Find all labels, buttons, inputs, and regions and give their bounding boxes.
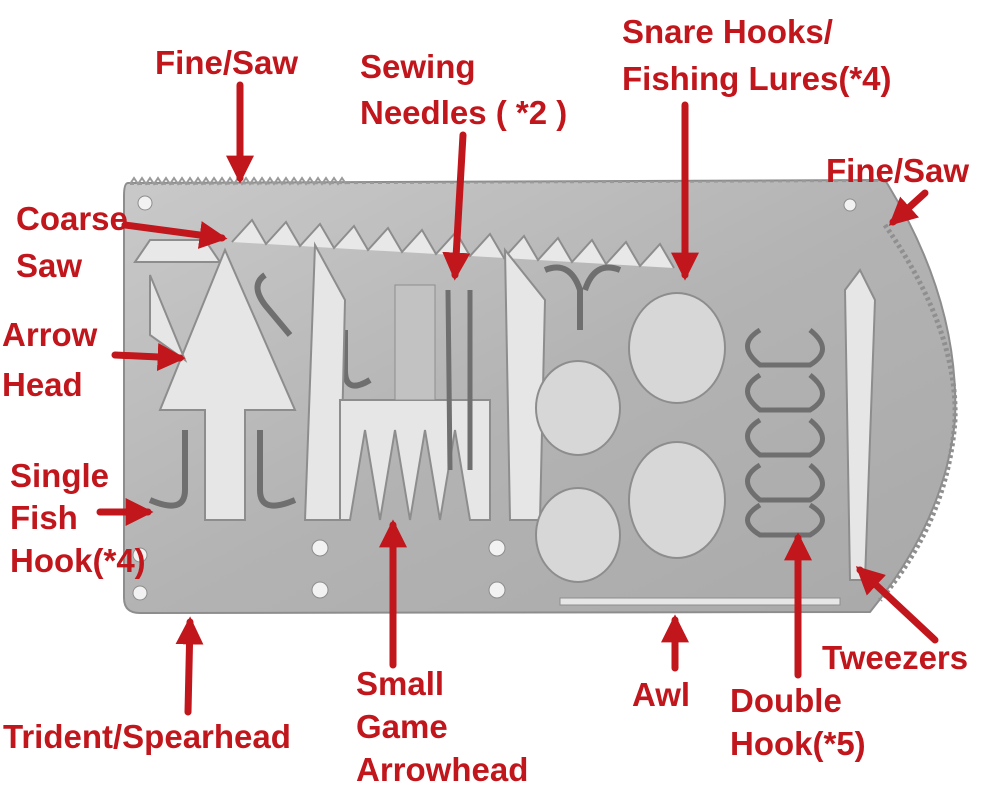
tweezers-cutout — [843, 268, 877, 581]
double-hooks — [745, 327, 825, 538]
double-hook — [745, 372, 825, 413]
label-small-game-arrowhead-line1: Small — [356, 665, 445, 702]
card-corner-hole — [137, 195, 153, 211]
sewing-needle — [445, 289, 453, 471]
label-double-hook-line1: Double — [730, 682, 842, 719]
arrow-arrow-head — [111, 342, 186, 371]
label-snare-hooks-line1: Snare Hooks/ — [622, 13, 833, 50]
single-fish-hook — [342, 330, 372, 389]
single-fish-hook — [254, 272, 293, 337]
label-sewing-needles-line2: Needles ( *2 ) — [360, 94, 568, 131]
label-coarse-saw-line2: Saw — [16, 247, 83, 284]
label-trident-spearhead: Trident/Spearhead — [3, 718, 291, 755]
label-small-game-arrowhead-line3: Arrowhead — [356, 751, 529, 788]
single-fish-hook — [257, 430, 297, 509]
double-hook — [745, 462, 825, 503]
label-small-game-arrowhead-line2: Game — [356, 708, 448, 745]
label-awl: Awl — [632, 676, 691, 713]
fishing-lure — [535, 487, 621, 583]
annotation-arrows — [96, 81, 939, 716]
card-hole — [488, 581, 506, 599]
fine-saw-edge — [129, 180, 881, 185]
label-single-fish-hook-line3: Hook(*4) — [10, 542, 146, 579]
label-sewing-needles-line1: Sewing — [360, 48, 476, 85]
card-hole — [488, 539, 506, 557]
card-hole — [311, 539, 329, 557]
label-arrow-head-line2: Head — [2, 366, 83, 403]
double-hook — [745, 417, 825, 458]
fishing-lure — [628, 292, 726, 404]
double-hook — [745, 327, 825, 368]
card-hole — [132, 547, 148, 563]
card-corner-hole — [843, 198, 857, 212]
fine-saw-teeth-right — [878, 223, 958, 602]
label-single-fish-hook-line2: Fish — [10, 499, 78, 536]
arrow-fine-saw-right — [888, 189, 929, 226]
label-fine-saw-right: Fine/Saw — [826, 152, 970, 189]
snare-hook — [543, 264, 622, 330]
label-double-hook-line2: Hook(*5) — [730, 725, 866, 762]
label-snare-hooks-line2: Fishing Lures(*4) — [622, 60, 892, 97]
card-hole — [132, 585, 148, 601]
card-holes — [132, 539, 506, 601]
arrow-tweezers — [855, 566, 939, 644]
label-coarse-saw-line1: Coarse — [16, 200, 128, 237]
fishing-lure — [535, 360, 621, 456]
arrow-coarse-saw — [121, 221, 228, 249]
arrowhead-shaft — [394, 284, 436, 401]
label-single-fish-hook-line1: Single — [10, 457, 110, 494]
card-hole — [311, 581, 329, 599]
arrow-sewing-needles — [442, 131, 471, 281]
survival-card — [123, 176, 958, 615]
awl-cutout — [559, 597, 841, 606]
single-fish-hook — [148, 430, 188, 509]
fishing-lure — [628, 441, 726, 559]
small-game-arrowhead-cutout — [339, 399, 491, 521]
label-fine-saw-top: Fine/Saw — [155, 44, 299, 81]
label-tweezers: Tweezers — [822, 639, 969, 676]
label-arrow-head-line1: Arrow — [2, 316, 98, 353]
arrow-trident — [175, 616, 204, 716]
